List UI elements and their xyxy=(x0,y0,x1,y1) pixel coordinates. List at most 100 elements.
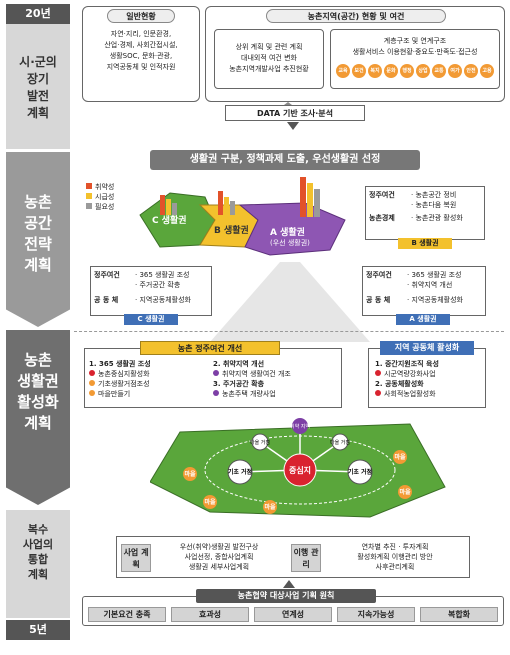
principle-item: 연계성 xyxy=(254,607,332,622)
c-zone-box: 정주여건 · 365 생활권 조성· 주거공간 확충 공 동 체 · 지역공동체… xyxy=(90,266,212,316)
village-node: 마을 xyxy=(204,498,216,506)
base-node-right: 기초 거점 xyxy=(348,468,372,476)
service-circle: 보건 xyxy=(352,64,366,78)
principle-item: 복합화 xyxy=(420,607,498,622)
bullet-icon xyxy=(89,370,95,376)
c-r1-lines: · 365 생활권 조성· 주거공간 확충 xyxy=(135,271,190,289)
rural-status-title: 농촌지역(공간) 현황 및 여건 xyxy=(266,9,446,23)
village-node: 마을 xyxy=(399,488,411,496)
village-base-node: 마을 거점 xyxy=(330,439,350,446)
bullet-icon xyxy=(375,390,381,396)
service-circle: 상업 xyxy=(416,64,430,78)
base-node-left: 기초 거점 xyxy=(228,468,252,476)
principle-item: 지속가능성 xyxy=(337,607,415,622)
plan-5-label: 5년 xyxy=(6,620,70,640)
zone-a-label: A 생활권 xyxy=(270,226,305,238)
service-circle: 문화 xyxy=(384,64,398,78)
legend-swatch-urgent xyxy=(86,193,92,199)
community-title: 지역 공동체 활성화 xyxy=(380,341,474,355)
c-r2-line: · 지역공동체활성화 xyxy=(135,296,191,304)
a-r2-line: · 지역공동체활성화 xyxy=(407,296,463,304)
settlement-col-1: 1. 365 생활권 조성 농촌중심지활성화 기초생활거점조성 마을만들기 xyxy=(89,360,151,398)
network-diagram: 중심지 기초 거점 기초 거점 취약 지역 마을 거점 마을 거점 마을 마을 … xyxy=(150,418,446,518)
data-arrow-down xyxy=(287,122,299,130)
village-base-node: 마을 거점 xyxy=(250,439,270,446)
b-r2-line: · 농촌관광 활성화 xyxy=(411,214,463,222)
b-zone-tag: B 생활권 xyxy=(398,238,452,249)
bullet-icon xyxy=(213,390,219,396)
settlement-col-2: 2. 취약지역 개선 취약지역 생활여건 개조 3. 주거공간 확충 농촌주택 … xyxy=(213,360,291,398)
c-r1-label: 정주여건 xyxy=(94,271,120,279)
village-node: 마을 xyxy=(394,453,406,461)
implementation-label: 이행 관리 xyxy=(291,544,321,572)
general-status-box: 일반현황 자연·지리, 인문환경,산업·경제, 사회간접시설,생활SOC, 문화… xyxy=(82,6,200,102)
map-bars xyxy=(160,177,320,217)
settlement-improvement-box: 1. 365 생활권 조성 농촌중심지활성화 기초생활거점조성 마을만들기 2.… xyxy=(84,348,342,408)
legend-swatch-vuln xyxy=(86,183,92,189)
center-node: 중심지 xyxy=(289,465,311,475)
legend-swatch-need xyxy=(86,203,92,209)
principle-items: 기본요건 충족 효과성 연계성 지속가능성 복합화 xyxy=(88,607,500,623)
service-circle: 복지 xyxy=(368,64,382,78)
principle-item: 기본요건 충족 xyxy=(88,607,166,622)
community-activation-box: 1. 중간지원조직 육성 시군역량강화사업 2. 공동체활성화 사회적농업활성화 xyxy=(368,348,486,408)
general-status-lines: 자연·지리, 인문환경,산업·경제, 사회간접시설,생활SOC, 문화·관광,지… xyxy=(104,30,178,71)
c-zone-tag: C 생활권 xyxy=(124,314,178,325)
vuln-node: 취약 지역 xyxy=(290,423,310,430)
principle-title: 농촌협약 대상사업 기획 원칙 xyxy=(196,589,376,603)
business-plan-label: 사업 계획 xyxy=(121,544,151,572)
bullet-icon xyxy=(375,370,381,376)
general-status-title: 일반현황 xyxy=(107,9,175,23)
chart-legend: 취약성 시급성 필요성 xyxy=(86,182,146,212)
service-circle: 행정 xyxy=(400,64,414,78)
a-r1-label: 정주여건 xyxy=(366,271,392,279)
zone-selection-banner: 생활권 구분, 정책과제 도출, 우선생활권 선정 xyxy=(150,150,420,170)
village-node: 마을 xyxy=(184,470,196,478)
plan-20-label: 20년 xyxy=(6,4,70,24)
service-circle: 교육 xyxy=(336,64,350,78)
zone-b-label: B 생활권 xyxy=(214,224,249,236)
c-r2-label: 공 동 체 xyxy=(94,296,119,304)
a-zone-box: 정주여건 · 365 생활권 조성· 취약지역 개선 공 동 체 · 지역공동체… xyxy=(362,266,486,316)
service-circle: 여가 xyxy=(448,64,462,78)
village-node: 마을 xyxy=(264,503,276,511)
service-circle: 안전 xyxy=(464,64,478,78)
zone-a-sublabel: (우선 생활권) xyxy=(270,238,310,247)
service-circle: 교통 xyxy=(432,64,446,78)
settlement-title: 농촌 정주여건 개선 xyxy=(140,341,280,355)
a-r1-lines: · 365 생활권 조성· 취약지역 개선 xyxy=(407,271,462,289)
principle-arrow xyxy=(283,580,295,588)
community-lines: 1. 중간지원조직 육성 시군역량강화사업 2. 공동체활성화 사회적농업활성화 xyxy=(375,360,439,398)
zone-c-label: C 생활권 xyxy=(152,214,187,226)
data-analysis-box: DATA 기반 조사·분석 xyxy=(225,105,365,121)
b-r1-lines: · 농촌공간 정비· 농촌다움 복원 xyxy=(411,191,457,209)
b-r1-label: 정주여건 xyxy=(369,191,395,199)
service-circle: 고용 xyxy=(480,64,494,78)
projection-funnel xyxy=(210,262,370,342)
bullet-icon xyxy=(89,390,95,396)
a-r2-label: 공 동 체 xyxy=(366,296,391,304)
principle-item: 효과성 xyxy=(171,607,249,622)
b-zone-box: 정주여건 · 농촌공간 정비· 농촌다움 복원 농촌경제 · 농촌관광 활성화 xyxy=(365,186,485,240)
b-r2-label: 농촌경제 xyxy=(369,214,395,222)
bullet-icon xyxy=(89,380,95,386)
bullet-icon xyxy=(213,370,219,376)
section-divider xyxy=(74,331,504,332)
zone-map: C 생활권 B 생활권 A 생활권 (우선 생활권) xyxy=(139,177,346,256)
a-zone-tag: A 생활권 xyxy=(396,314,450,325)
